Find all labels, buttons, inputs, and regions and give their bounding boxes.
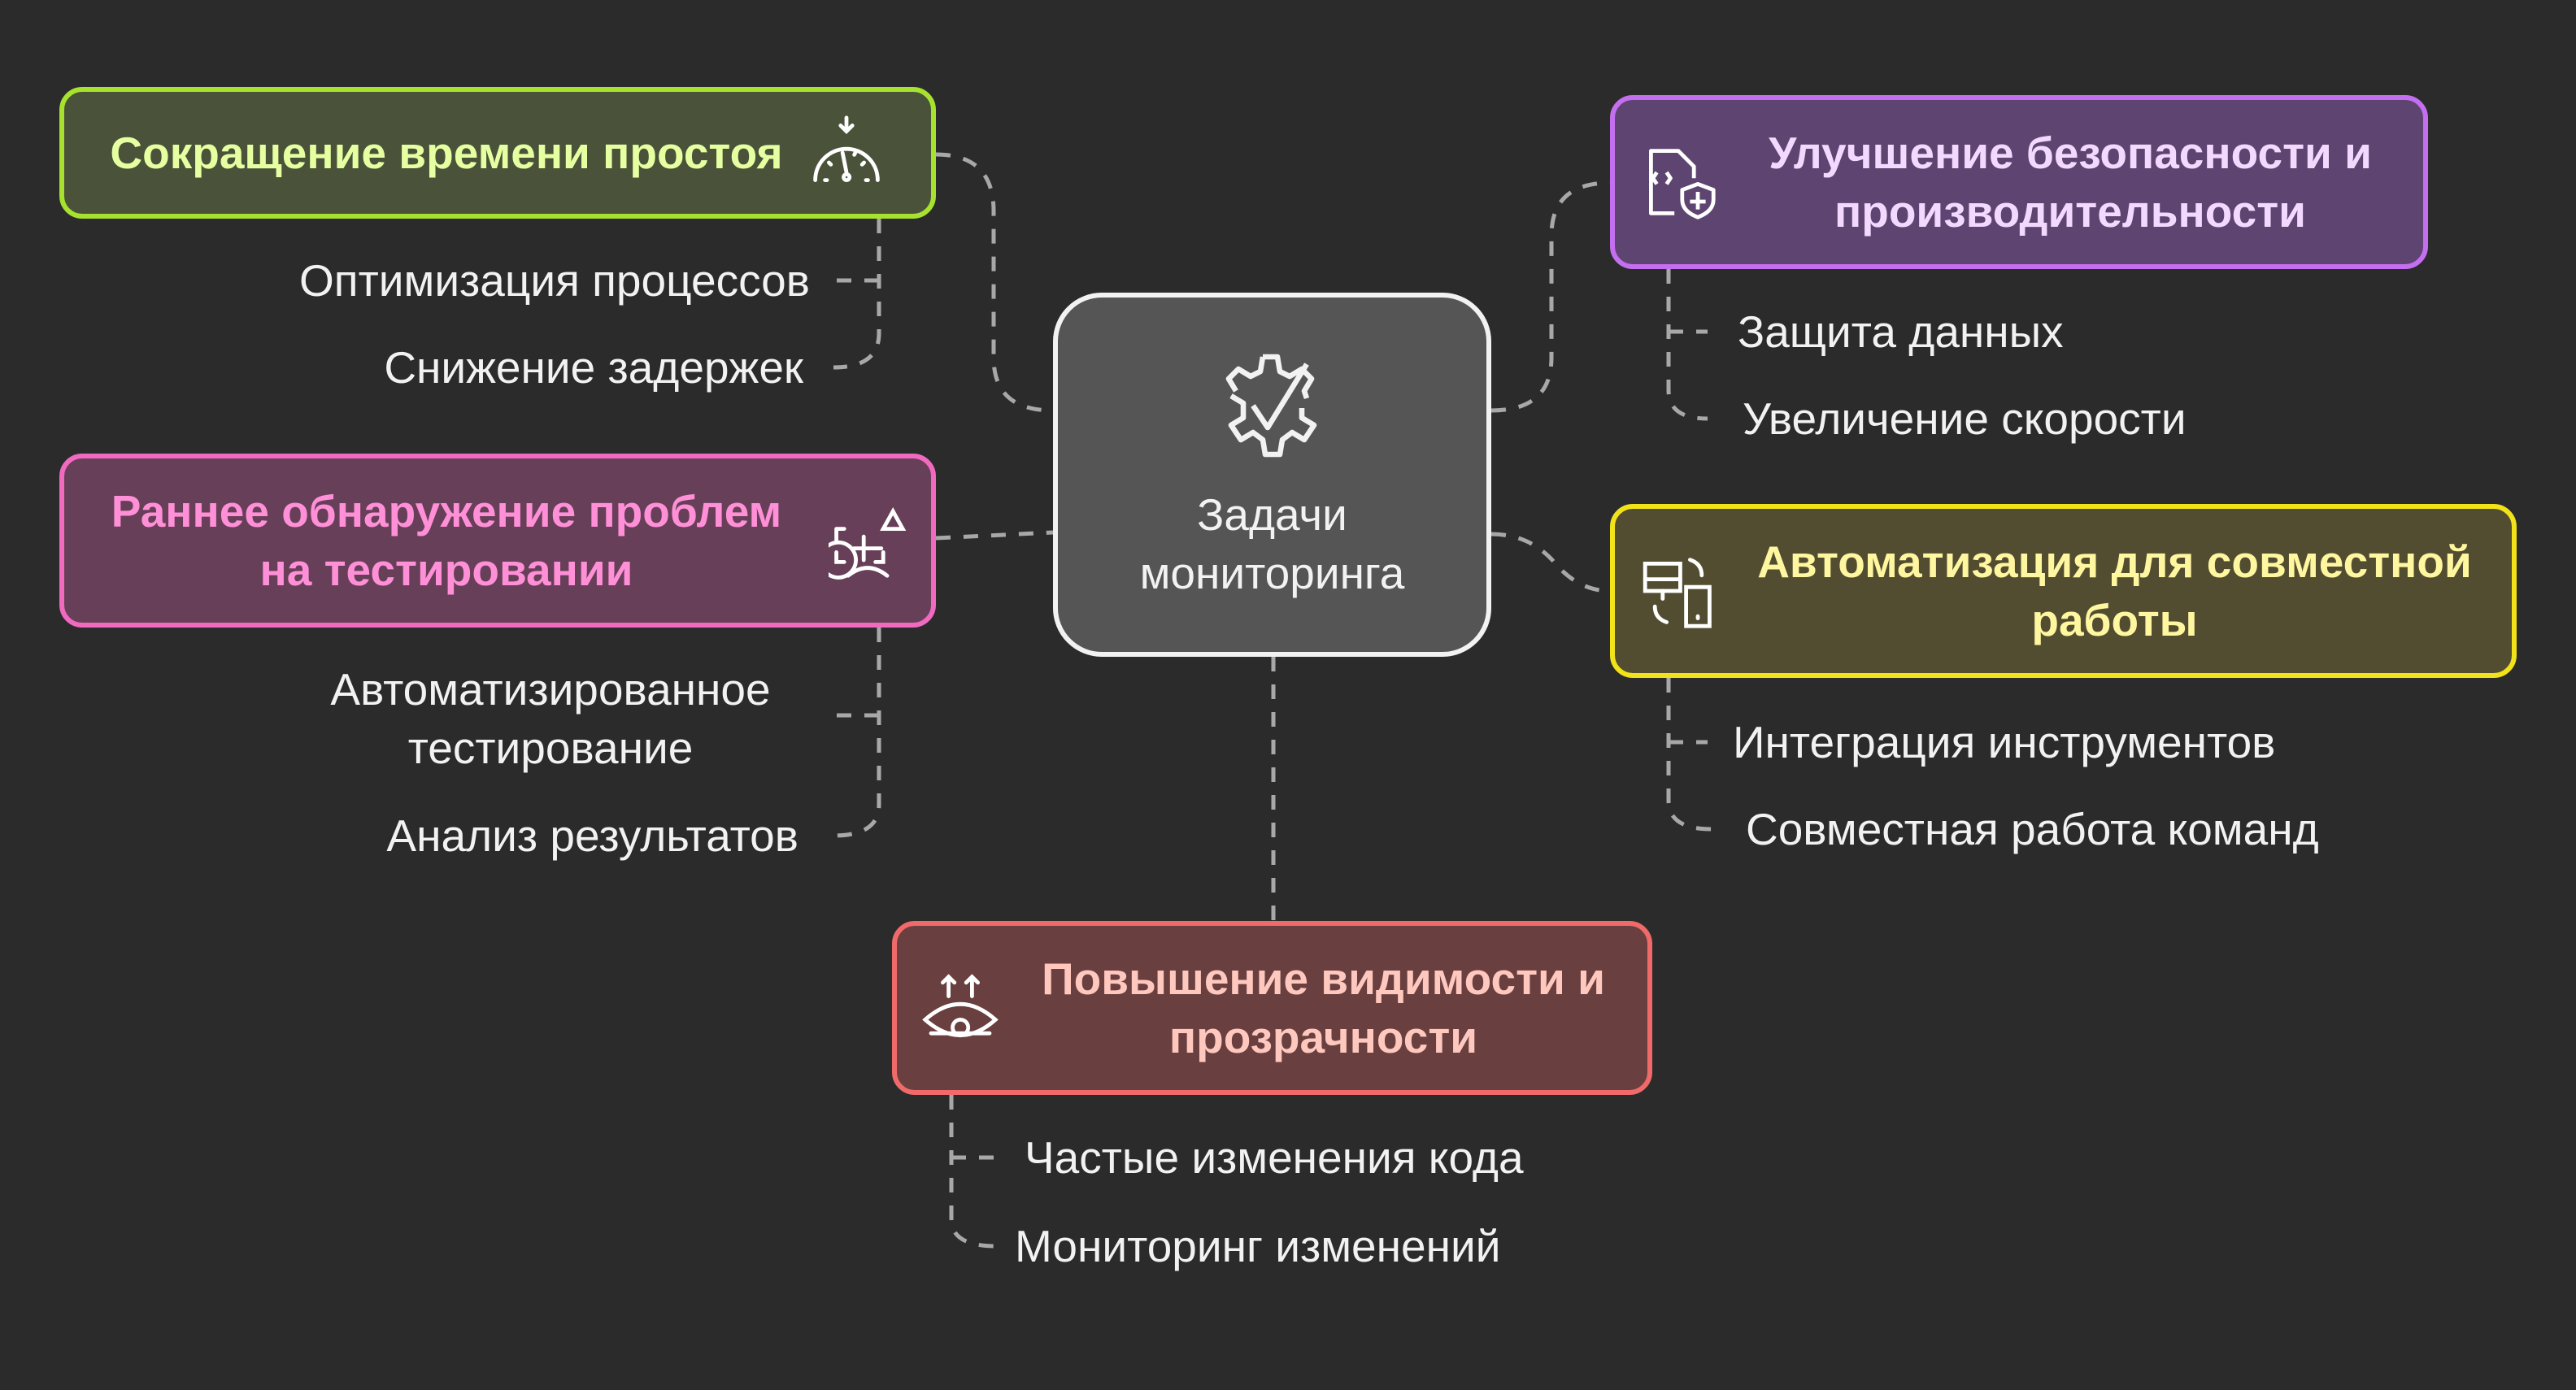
- central-title-line1: Задачи: [1197, 489, 1347, 540]
- gear-check-icon: [1225, 354, 1316, 458]
- speedometer-icon: [812, 115, 880, 182]
- subitem: Защита данных: [1738, 306, 2064, 357]
- subitem: Анализ результатов: [386, 810, 798, 861]
- branch-title: Повышение видимости и прозрачности: [1042, 953, 1605, 1062]
- connector: [1490, 180, 1611, 413]
- branch-title: Автоматизация для совместной работы: [1757, 536, 2472, 645]
- connector: [1490, 532, 1611, 593]
- central-node[interactable]: Задачи мониторинга: [1053, 293, 1491, 657]
- branch-title: Раннее обнаружение проблем на тестирован…: [111, 486, 782, 595]
- connector: [833, 219, 881, 370]
- branch-visibility[interactable]: Повышение видимости и прозрачности: [892, 921, 1652, 1095]
- subitem: Частые изменения кода: [1025, 1132, 1524, 1183]
- connector: [1666, 678, 1712, 832]
- subitem: Автоматизированное тестирование: [330, 664, 771, 773]
- subitem: Увеличение скорости: [1743, 393, 2187, 444]
- device-sync-icon: [1643, 558, 1712, 628]
- branch-collaboration[interactable]: Автоматизация для совместной работы: [1610, 504, 2517, 678]
- secure-file-icon: [1649, 149, 1716, 219]
- bug-warning-icon: [829, 507, 907, 580]
- central-title-line2: мониторинга: [1139, 548, 1405, 598]
- connector: [935, 530, 1054, 541]
- connector: [1666, 269, 1708, 421]
- subitem: Снижение задержек: [384, 342, 803, 393]
- subitem: Мониторинг изменений: [1015, 1221, 1501, 1271]
- branch-early-detection[interactable]: Раннее обнаружение проблем на тестирован…: [59, 454, 936, 628]
- connector: [833, 628, 881, 838]
- branch-title: Сокращение времени простоя: [110, 128, 783, 178]
- connector: [949, 1095, 997, 1249]
- subitem: Совместная работа команд: [1746, 804, 2319, 854]
- branch-downtime[interactable]: Сокращение времени простоя: [59, 87, 936, 219]
- connector: [935, 152, 1054, 413]
- branch-title: Улучшение безопасности и производительно…: [1769, 128, 2372, 237]
- branch-security[interactable]: Улучшение безопасности и производительно…: [1610, 95, 2428, 269]
- subitem: Оптимизация процессов: [299, 255, 810, 306]
- subitem: Интеграция инструментов: [1733, 717, 2276, 767]
- eye-arrows-icon: [922, 974, 999, 1037]
